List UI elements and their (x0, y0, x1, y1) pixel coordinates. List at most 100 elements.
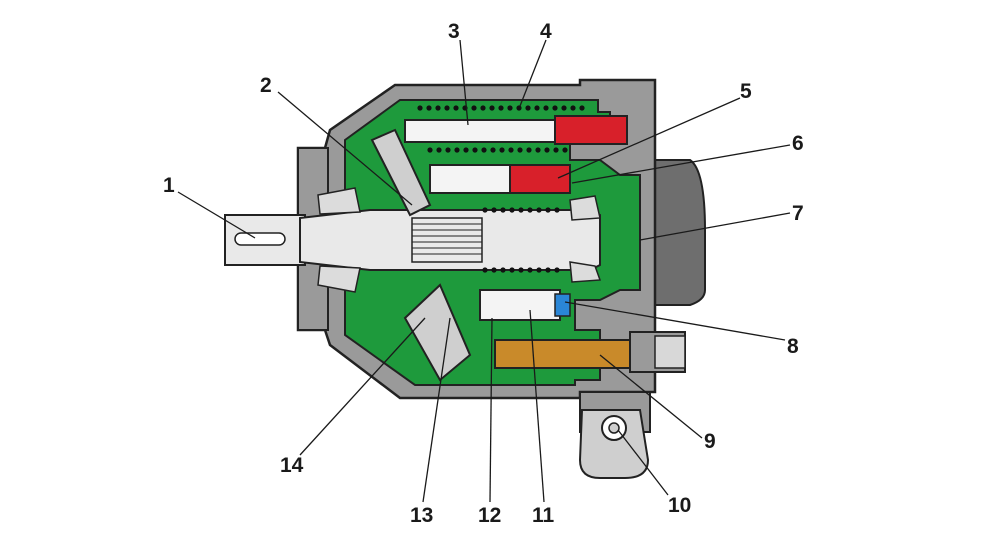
drive-shaft (224, 209, 601, 271)
spring-coil-dot (498, 105, 504, 111)
spring-coil-dot (427, 147, 433, 153)
shaft-key-slot (234, 232, 286, 246)
spring-coil-dot (507, 105, 513, 111)
callout-2: 2 (260, 74, 272, 97)
spring-coil-dot (435, 105, 441, 111)
spring-coil-dot (509, 267, 515, 273)
spring-coil-dot (454, 147, 460, 153)
spring-coil-dot (509, 207, 515, 213)
spring-coil-dot (536, 207, 542, 213)
spring-coil-dot (543, 105, 549, 111)
spring-coil-dot (525, 105, 531, 111)
piston-upper (429, 164, 521, 194)
spring-coil-dot (545, 267, 551, 273)
spring-coil-dot (535, 147, 541, 153)
spring-coil-dot (562, 147, 568, 153)
callout-9: 9 (704, 430, 716, 453)
callout-14: 14 (280, 454, 304, 477)
callout-12: 12 (478, 504, 501, 527)
spring-coil-dot (518, 207, 524, 213)
spring-coil-dot (527, 267, 533, 273)
spring-coil-dot (417, 105, 423, 111)
piston-lower (479, 289, 561, 321)
spring-coil-dot (482, 207, 488, 213)
control-piston-blue (554, 293, 571, 317)
adjust-screw-body (494, 339, 631, 369)
spring-coil-dot (534, 105, 540, 111)
rear-bearing (569, 195, 602, 283)
spring-coil-dot (445, 147, 451, 153)
callout-4: 4 (540, 20, 552, 43)
spring-coil-dot (526, 147, 532, 153)
spring-coil-dot (436, 147, 442, 153)
control-piston-red-top (554, 115, 628, 145)
spring-coil-dot (544, 147, 550, 153)
leader-14 (299, 317, 426, 456)
spring-coil-dot (444, 105, 450, 111)
spring-coil-dot (490, 147, 496, 153)
leader-lines (177, 39, 791, 503)
leader-11 (529, 309, 545, 503)
spring-coil-dot (570, 105, 576, 111)
leader-13 (422, 317, 451, 503)
spring-coil-dot (453, 105, 459, 111)
shaft-spline (411, 217, 483, 263)
callout-8: 8 (787, 335, 799, 358)
spring-coil-dot (516, 105, 522, 111)
spring-coil-dot (554, 207, 560, 213)
port-fitting (578, 409, 650, 479)
adjust-screw-cap (654, 335, 686, 369)
spring-coil-dot (561, 105, 567, 111)
stroking-piston (404, 119, 556, 143)
callout-13: 13 (410, 504, 433, 527)
spring-coil-dot (499, 147, 505, 153)
spring-coil-dot (463, 147, 469, 153)
callout-6: 6 (792, 132, 804, 155)
control-piston-red (509, 164, 571, 194)
spring-coil-dot (554, 267, 560, 273)
callout-11: 11 (532, 504, 555, 527)
front-bearing (317, 187, 361, 293)
leader-12 (489, 317, 493, 503)
leader-6 (571, 144, 791, 184)
spring-coil-dot (426, 105, 432, 111)
swashplate-lower (403, 283, 472, 382)
callout-7: 7 (792, 202, 804, 225)
spring-coil-dot (579, 105, 585, 111)
spring-coil-dot (482, 267, 488, 273)
callout-3: 3 (448, 20, 460, 43)
pistons (404, 115, 686, 373)
spring-coil-dot (491, 267, 497, 273)
callout-1: 1 (163, 174, 175, 197)
spring-coil-dot (518, 267, 524, 273)
cylinder-spring (417, 105, 585, 273)
spring-coil-dot (552, 105, 558, 111)
spring-coil-dot (527, 207, 533, 213)
swashplate (370, 128, 472, 382)
spring-coil-dot (553, 147, 559, 153)
leader-4 (519, 39, 547, 107)
spring-coil-dot (536, 267, 542, 273)
leader-9 (599, 354, 703, 439)
leader-3 (459, 39, 469, 126)
spring-coil-dot (471, 105, 477, 111)
leader-7 (639, 212, 791, 241)
spring-coil-dot (489, 105, 495, 111)
callout-5: 5 (740, 80, 752, 103)
leader-2 (277, 91, 413, 206)
spring-coil-dot (517, 147, 523, 153)
leader-1 (177, 191, 256, 239)
swashplate-upper (370, 128, 432, 217)
leader-5 (557, 97, 741, 179)
spring-coil-dot (545, 207, 551, 213)
spring-coil-dot (481, 147, 487, 153)
spring-coil-dot (480, 105, 486, 111)
leader-10 (617, 429, 669, 496)
spring-coil-dot (500, 267, 506, 273)
callout-labels: 1 2 3 4 5 6 7 8 9 10 11 12 13 14 (163, 20, 804, 527)
leader-8 (564, 301, 786, 341)
spring-coil-dot (472, 147, 478, 153)
callout-10: 10 (668, 494, 691, 517)
